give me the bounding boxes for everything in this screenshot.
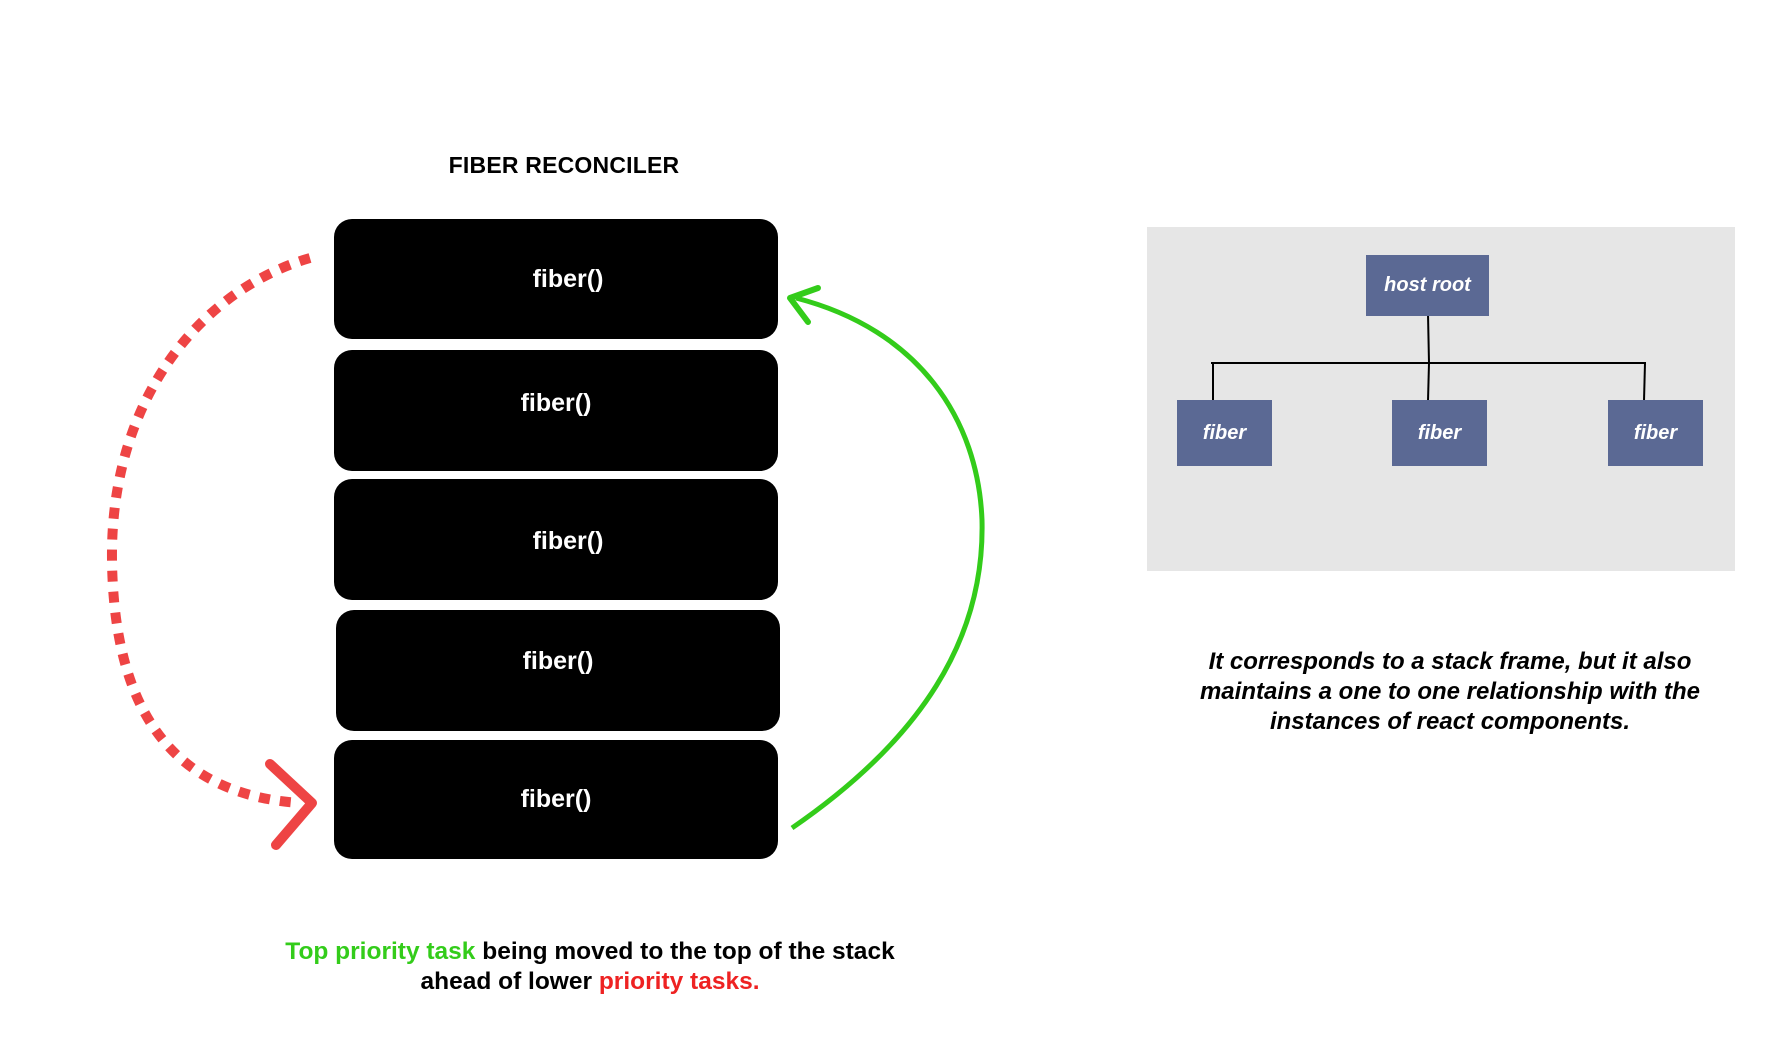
diagram-title: FIBER RECONCILER	[448, 152, 680, 178]
fiber-block-2: fiber()	[334, 350, 778, 471]
caption-red-text: priority tasks.	[598, 968, 760, 995]
fiber-label: fiber()	[520, 389, 592, 417]
fiber-label: fiber()	[522, 647, 594, 675]
fiber-block-4: fiber()	[336, 610, 780, 731]
tree-node-fiber-1: fiber	[1177, 400, 1272, 466]
tree-node-label: host root	[1384, 274, 1471, 296]
tree-node-host-root: host root	[1366, 255, 1489, 316]
caption-middle-text: being moved to the top of the stack	[475, 938, 895, 965]
caption-priority: Top priority task being moved to the top…	[240, 937, 940, 997]
caption-line2-prefix: ahead of lower	[420, 968, 599, 995]
tree-node-label: fiber	[1417, 421, 1462, 444]
caption-green-text: Top priority task	[285, 938, 476, 965]
fiber-label: fiber()	[532, 264, 604, 293]
fiber-label: fiber()	[520, 785, 592, 813]
tree-node-fiber-3: fiber	[1608, 400, 1703, 466]
fiber-block-5: fiber()	[334, 740, 778, 859]
tree-node-label: fiber	[1202, 421, 1247, 444]
fiber-block-3: fiber()	[334, 479, 778, 600]
caption-fiber-description: It corresponds to a stack frame, but it …	[1199, 648, 1701, 735]
fiber-block-1: fiber()	[334, 219, 778, 339]
tree-node-label: fiber	[1633, 421, 1678, 444]
fiber-label: fiber()	[532, 527, 604, 555]
tree-node-fiber-2: fiber	[1392, 400, 1487, 466]
